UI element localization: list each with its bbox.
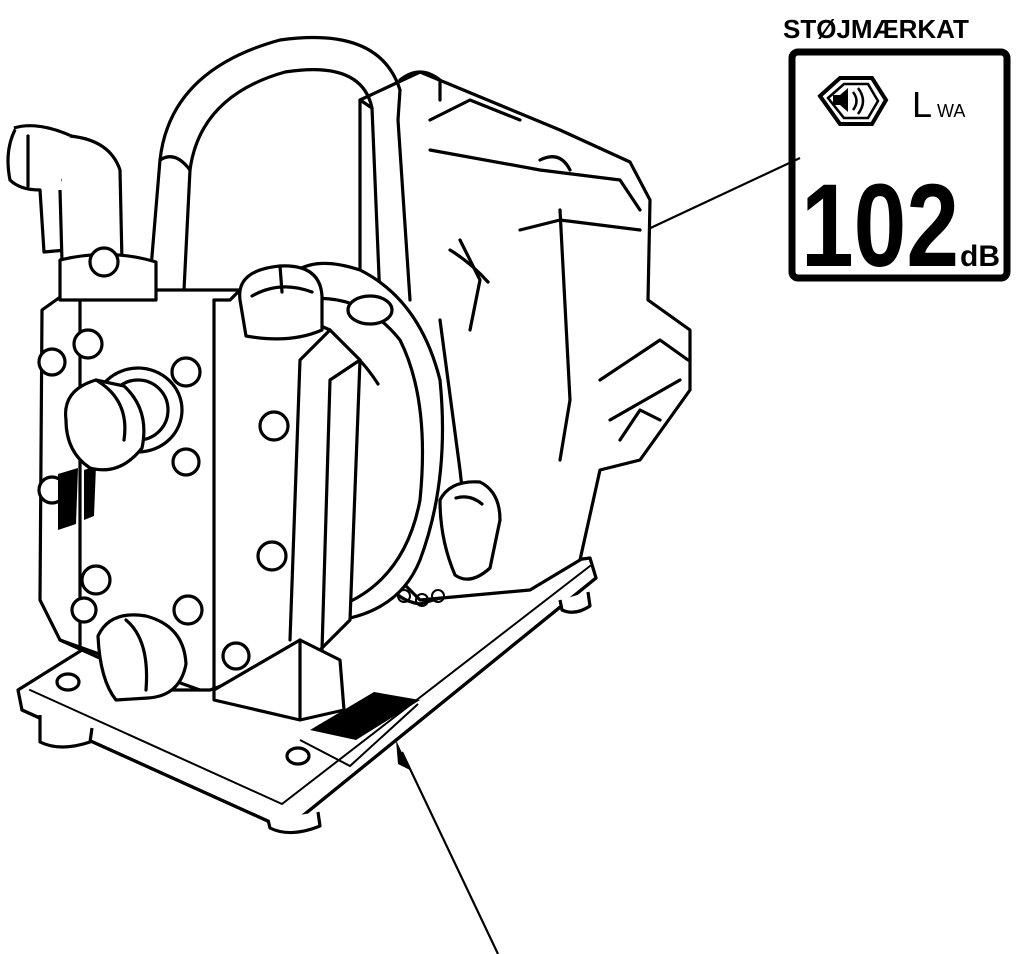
drain-plug xyxy=(96,613,188,702)
lwa-subscript: WA xyxy=(937,101,965,121)
suction-inlet xyxy=(63,366,184,472)
discharge-elbow xyxy=(6,124,158,302)
noise-label: STØJMÆRKAT L WA 102 dB xyxy=(783,14,1011,292)
priming-plug xyxy=(238,264,324,341)
side-noise-sticker xyxy=(58,468,78,530)
speaker-in-hexagon-icon xyxy=(817,76,889,126)
leader-line-base-label xyxy=(396,740,499,954)
noise-unit: dB xyxy=(960,240,1000,273)
noise-value: 102 xyxy=(801,160,959,292)
carry-handle xyxy=(148,35,412,302)
lwa-symbol: L xyxy=(912,84,932,125)
noise-label-title: STØJMÆRKAT xyxy=(783,14,969,44)
arrowhead-base xyxy=(396,740,410,770)
pump-front-cover xyxy=(37,288,362,692)
engine-body xyxy=(358,70,692,607)
base-noise-sticker xyxy=(310,692,420,740)
volute-support xyxy=(212,638,346,722)
